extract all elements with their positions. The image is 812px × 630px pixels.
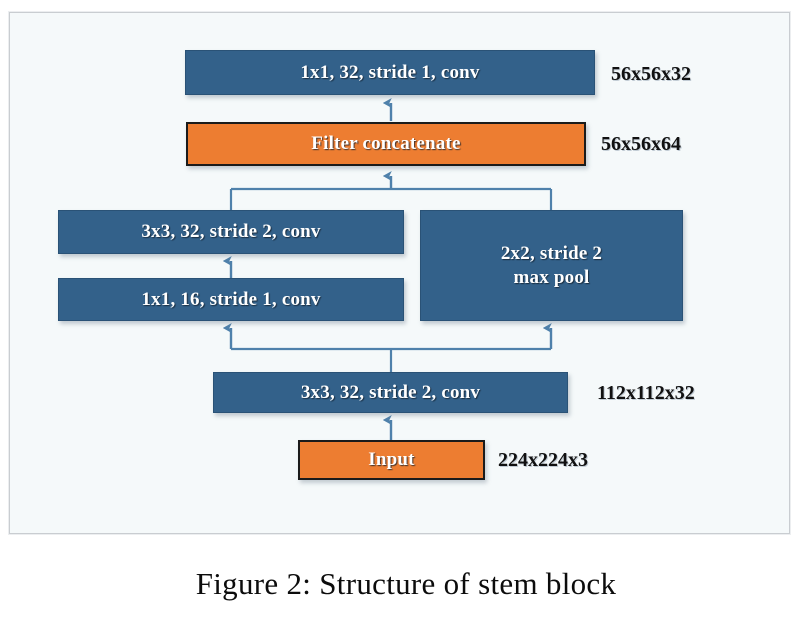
node-top-conv[interactable]: 1x1, 32, stride 1, conv: [185, 50, 595, 95]
node-branch-right-maxpool-label-line1: 2x2, stride 2: [500, 243, 603, 265]
node-branch-left-conv-1x1-label: 1x1, 16, stride 1, conv: [141, 288, 321, 310]
figure-caption: Figure 2: Structure of stem block: [195, 566, 617, 601]
node-top-conv-label: 1x1, 32, stride 1, conv: [300, 61, 480, 83]
dimension-label-input: 224x224x3: [498, 449, 588, 471]
node-stem-conv[interactable]: 3x3, 32, stride 2, conv: [213, 372, 568, 413]
node-filter-concatenate-label: Filter concatenate: [311, 133, 461, 155]
dimension-label-top-conv: 56x56x32: [611, 63, 691, 85]
node-filter-concatenate[interactable]: Filter concatenate: [186, 122, 586, 166]
node-input[interactable]: Input: [298, 440, 485, 480]
node-branch-left-conv-3x3[interactable]: 3x3, 32, stride 2, conv: [58, 210, 404, 254]
node-branch-left-conv-3x3-label: 3x3, 32, stride 2, conv: [141, 221, 321, 243]
node-branch-right-maxpool[interactable]: 2x2, stride 2 max pool: [420, 210, 683, 321]
node-branch-right-maxpool-label-line2: max pool: [513, 266, 590, 288]
node-branch-left-conv-1x1[interactable]: 1x1, 16, stride 1, conv: [58, 278, 404, 321]
dimension-label-stem-conv: 112x112x32: [597, 382, 695, 404]
node-stem-conv-label: 3x3, 32, stride 2, conv: [300, 381, 481, 403]
node-input-label: Input: [368, 449, 415, 471]
dimension-label-filter-concatenate: 56x56x64: [601, 133, 681, 155]
